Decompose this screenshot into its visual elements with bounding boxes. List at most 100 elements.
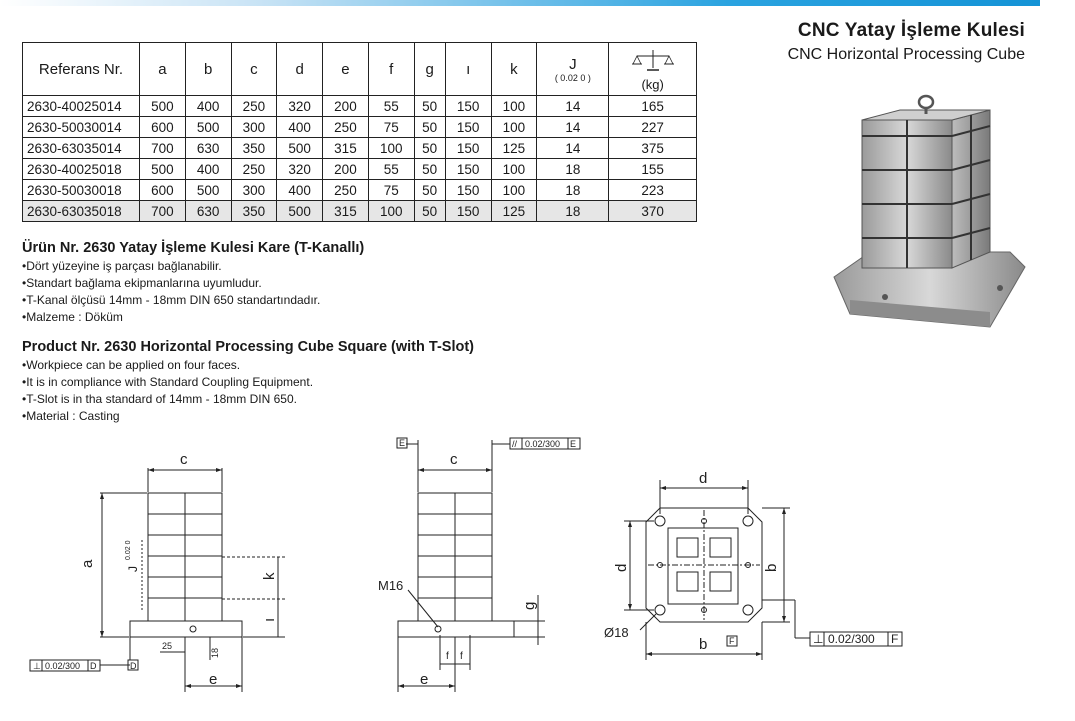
cell-ref: 2630-63035014 bbox=[22, 137, 140, 159]
j-tolerance: ( 0.02 0 ) bbox=[554, 72, 591, 83]
cell-ref: 2630-63035018 bbox=[22, 200, 140, 222]
table-cell: 200 bbox=[322, 158, 369, 180]
table-cell: 150 bbox=[444, 137, 492, 159]
table-cell: 155 bbox=[608, 158, 697, 180]
table-cell: 50 bbox=[413, 179, 446, 201]
table-cell: 150 bbox=[444, 116, 492, 138]
table-cell: 300 bbox=[230, 116, 278, 138]
dia18-label: Ø18 bbox=[604, 625, 629, 640]
table-header-row: Referans Nr. a b c d e f g ı k J ( 0.02 … bbox=[22, 42, 697, 96]
dim-d-label-top: d bbox=[699, 470, 707, 487]
cell-ref: 2630-40025014 bbox=[22, 95, 140, 117]
dim-f-label-2: f bbox=[460, 651, 463, 662]
table-cell: 700 bbox=[139, 200, 186, 222]
table-cell: 14 bbox=[536, 95, 610, 117]
top-accent-bar bbox=[0, 0, 1040, 6]
table-cell: 14 bbox=[536, 137, 610, 159]
col-header-weight: (kg) bbox=[608, 42, 697, 96]
table-cell: 165 bbox=[608, 95, 697, 117]
table-cell: 50 bbox=[413, 137, 446, 159]
dim-i-label: ı bbox=[261, 618, 278, 622]
table-cell: 500 bbox=[139, 158, 186, 180]
table-cell: 320 bbox=[276, 158, 324, 180]
table-cell: 55 bbox=[367, 95, 415, 117]
tol-perp-f: 0.02/300 bbox=[828, 632, 875, 646]
weight-unit: (kg) bbox=[641, 76, 664, 92]
table-cell: 350 bbox=[230, 137, 278, 159]
description-en-item: It is in compliance with Standard Coupli… bbox=[22, 374, 474, 391]
table-cell: 50 bbox=[413, 200, 446, 222]
description-en-item: Material : Casting bbox=[22, 408, 474, 425]
table-cell: 250 bbox=[230, 95, 278, 117]
table-cell: 350 bbox=[230, 200, 278, 222]
table-cell: 150 bbox=[444, 179, 492, 201]
col-header-i: ı bbox=[444, 42, 492, 96]
table-cell: 500 bbox=[184, 116, 232, 138]
table-cell: 55 bbox=[367, 158, 415, 180]
page-title: CNC Yatay İşleme Kulesi bbox=[797, 20, 1025, 41]
description-tr-title: Ürün Nr. 2630 Yatay İşleme Kulesi Kare (… bbox=[22, 240, 365, 256]
table-cell: 500 bbox=[276, 200, 324, 222]
col-header-e: e bbox=[322, 42, 369, 96]
table-cell: 500 bbox=[276, 137, 324, 159]
table-cell: 500 bbox=[184, 179, 232, 201]
front-view-base bbox=[129, 620, 243, 638]
datum-ref-d: D bbox=[90, 661, 97, 671]
description-tr-item: T-Kanal ölçüsü 14mm - 18mm DIN 650 stand… bbox=[22, 292, 364, 309]
product-photo bbox=[833, 94, 1026, 328]
table-cell: 400 bbox=[276, 179, 324, 201]
table-cell: 600 bbox=[139, 116, 186, 138]
top-view-body bbox=[667, 527, 739, 605]
description-tr: Ürün Nr. 2630 Yatay İşleme Kulesi Kare (… bbox=[22, 240, 364, 326]
table-cell: 315 bbox=[322, 200, 369, 222]
page-subtitle: CNC Horizontal Processing Cube bbox=[787, 46, 1025, 63]
j-label: J bbox=[569, 55, 577, 73]
perp-symbol: ⊥ bbox=[33, 661, 41, 671]
table-cell: 400 bbox=[184, 158, 232, 180]
dim-e-label-side: e bbox=[420, 671, 428, 688]
table-cell: 75 bbox=[367, 116, 415, 138]
table-cell: 250 bbox=[322, 179, 369, 201]
dim-25-label: 25 bbox=[162, 641, 172, 651]
dim-b-label-bottom: b bbox=[699, 636, 707, 653]
table-cell: 200 bbox=[322, 95, 369, 117]
dim-c-label-side: c bbox=[450, 451, 458, 468]
tol-perp-d: 0.02/300 bbox=[45, 661, 80, 671]
table-cell: 125 bbox=[490, 137, 538, 159]
table-cell: 100 bbox=[367, 137, 415, 159]
table-cell: 50 bbox=[413, 116, 446, 138]
table-cell: 18 bbox=[536, 200, 610, 222]
side-view-base bbox=[397, 620, 515, 638]
datum-f-box: F bbox=[729, 636, 735, 646]
table-cell: 630 bbox=[184, 137, 232, 159]
scale-icon bbox=[631, 49, 674, 71]
top-view-base bbox=[645, 507, 763, 623]
dim-a-label: a bbox=[79, 559, 96, 568]
dim-g-label: g bbox=[521, 602, 538, 610]
cell-ref: 2630-50030014 bbox=[22, 116, 140, 138]
dim-e-label: e bbox=[209, 671, 217, 688]
description-tr-item: Standart bağlama ekipmanlarına uyumludur… bbox=[22, 275, 364, 292]
datum-ref-f: F bbox=[891, 632, 898, 646]
col-header-f: f bbox=[367, 42, 415, 96]
table-cell: 18 bbox=[536, 158, 610, 180]
table-cell: 250 bbox=[322, 116, 369, 138]
table-cell: 300 bbox=[230, 179, 278, 201]
col-header-c: c bbox=[230, 42, 278, 96]
dim-b-label-right: b bbox=[763, 564, 780, 572]
dim-d-label-left: d bbox=[613, 564, 630, 572]
description-en-item: T-Slot is in tha standard of 14mm - 18mm… bbox=[22, 391, 474, 408]
table-cell: 50 bbox=[413, 158, 446, 180]
description-tr-item: Dört yüzeyine iş parçası bağlanabilir. bbox=[22, 258, 364, 275]
par-symbol: // bbox=[512, 439, 518, 449]
description-tr-item: Malzeme : Döküm bbox=[22, 309, 364, 326]
datum-ref-e: E bbox=[570, 439, 576, 449]
table-cell: 14 bbox=[536, 116, 610, 138]
perp-symbol-f: ⊥ bbox=[813, 632, 823, 646]
dim-k-label: k bbox=[261, 572, 278, 580]
description-en-item: Workpiece can be applied on four faces. bbox=[22, 357, 474, 374]
